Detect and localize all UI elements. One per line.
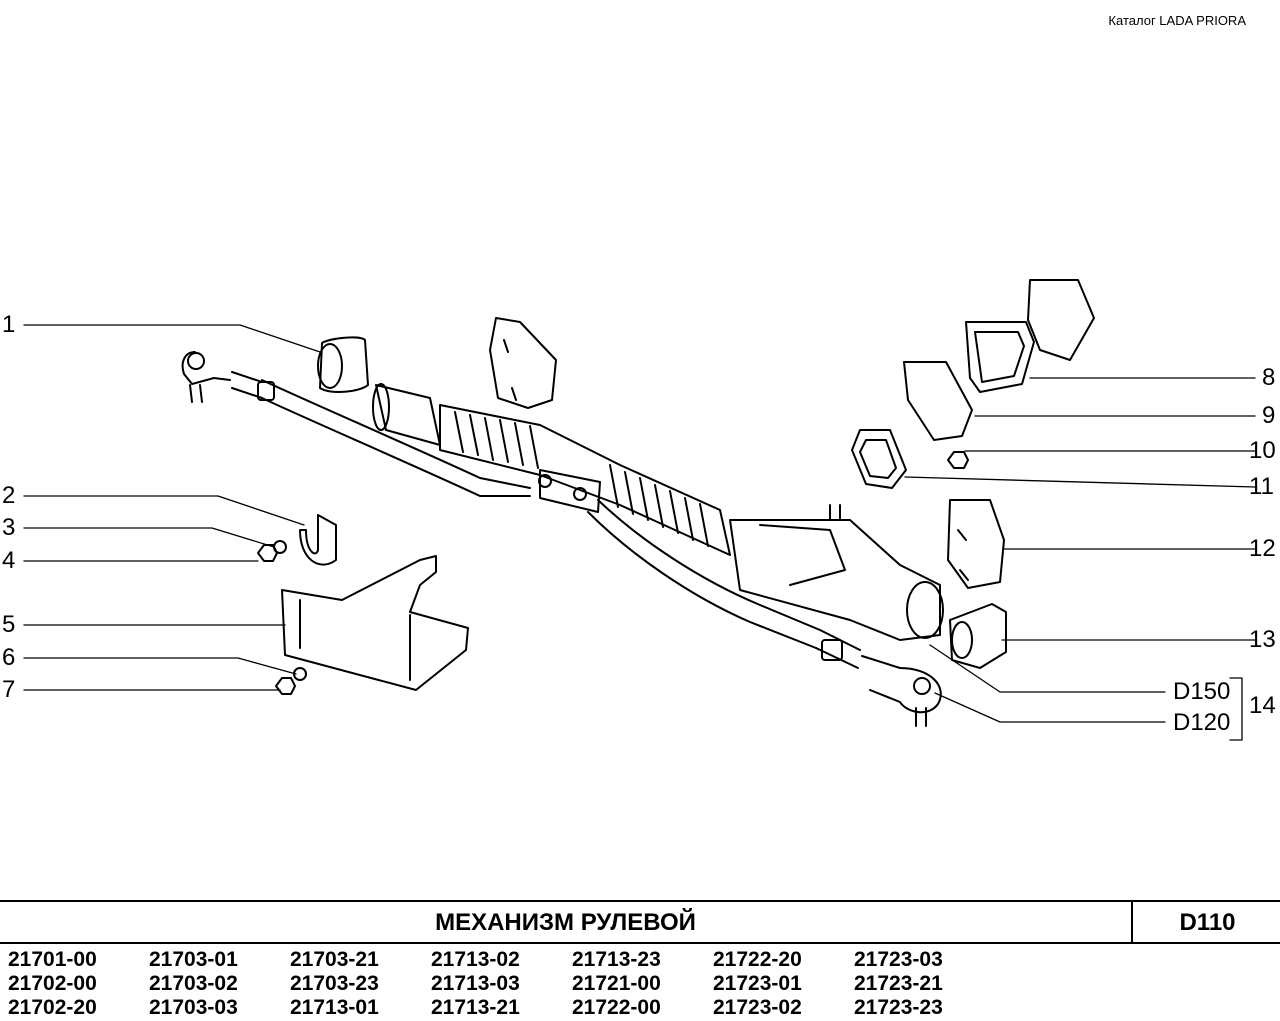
model-number: 21702-00 [8,972,97,995]
model-number: 21702-20 [8,996,97,1019]
upper-bracket [489,317,557,409]
model-number: 21723-23 [854,996,943,1019]
model-number: 21713-21 [431,996,520,1019]
gasket-9b [903,361,973,441]
bushing-13 [949,603,1007,669]
leader-lines [23,324,1256,741]
callout-d120: D120 [1173,709,1231,736]
catalog-header: Каталог LADA PRIORA [1108,13,1246,28]
section-code: D110 [1179,909,1236,936]
plate-5 [281,555,469,691]
callout-14: 14 [1249,692,1276,719]
callout-7: 7 [2,676,16,703]
rack-housing [372,383,944,641]
model-number: 21723-02 [713,996,802,1019]
model-number: 21713-23 [572,948,661,971]
model-number: 21703-21 [290,948,379,971]
seal-9 [965,321,1035,393]
bushing-1 [317,336,369,393]
callout-1: 1 [2,311,16,338]
callout-10: 10 [1249,437,1276,464]
callout-2: 2 [2,482,16,509]
callout-3: 3 [2,514,16,541]
model-number: 21722-20 [713,948,802,971]
model-number: 21701-00 [8,948,97,971]
nut-10 [947,451,969,469]
model-number: 21723-01 [713,972,802,995]
callout-5: 5 [2,611,16,638]
model-number: 21723-21 [854,972,943,995]
seal-8 [1027,279,1095,361]
model-number: 21722-00 [572,996,661,1019]
model-number: 21703-23 [290,972,379,995]
callout-13: 13 [1249,626,1276,653]
steering-mechanism-diagram [23,279,1256,741]
left-tie-rod [181,351,531,497]
model-number: 21713-03 [431,972,520,995]
ring-11 [851,429,907,489]
title-band: МЕХАНИЗМ РУЛЕВОЙ D110 [0,900,1280,944]
callout-4: 4 [2,547,16,574]
model-number: 21703-03 [149,996,238,1019]
callout-6: 6 [2,644,16,671]
callout-8: 8 [1262,364,1276,391]
washers-nuts [257,540,307,695]
callout-11: 11 [1249,473,1274,500]
right-tie-rod [587,499,942,727]
model-number: 21703-02 [149,972,238,995]
model-number: 21713-01 [290,996,379,1019]
callout-9: 9 [1262,402,1276,429]
callout-d150: D150 [1173,678,1231,705]
model-number: 21703-01 [149,948,238,971]
bracket-12 [947,499,1005,589]
bracket-2 [299,514,337,566]
model-number: 21723-03 [854,948,943,971]
callout-12: 12 [1249,535,1276,562]
page-title: МЕХАНИЗМ РУЛЕВОЙ [0,902,1133,942]
model-number: 21721-00 [572,972,661,995]
model-number: 21713-02 [431,948,520,971]
